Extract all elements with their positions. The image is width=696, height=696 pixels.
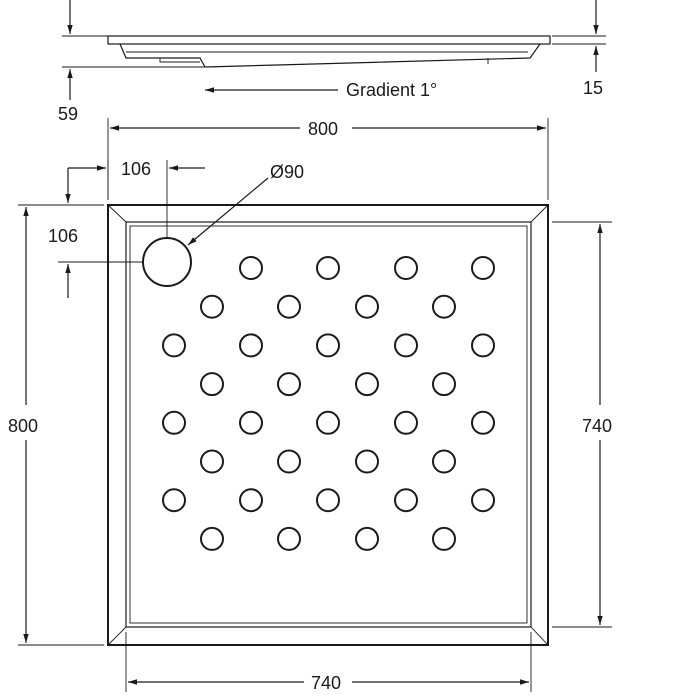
anti-slip-dot bbox=[355, 449, 379, 474]
anti-slip-dot bbox=[277, 294, 301, 319]
anti-slip-dot bbox=[355, 372, 379, 397]
anti-slip-dot bbox=[162, 333, 186, 358]
anti-slip-dot bbox=[277, 372, 301, 397]
anti-slip-dot bbox=[316, 410, 340, 435]
bevel-bottom-right bbox=[530, 626, 549, 646]
anti-slip-dot bbox=[471, 488, 495, 513]
drain-offset-x-label: 106 bbox=[121, 159, 151, 179]
anti-slip-dot bbox=[316, 256, 340, 280]
drain-outlet-profile bbox=[159, 58, 200, 63]
anti-slip-dot bbox=[394, 410, 418, 435]
anti-slip-dot bbox=[394, 488, 418, 513]
anti-slip-dot bbox=[355, 526, 379, 551]
drain-hole bbox=[142, 237, 192, 287]
bevel-bottom-left bbox=[107, 626, 127, 646]
drain-diameter-leader bbox=[187, 177, 269, 246]
tray-body-profile bbox=[119, 43, 541, 68]
anti-slip-dot bbox=[432, 294, 456, 319]
anti-slip-dot-pattern bbox=[162, 256, 495, 551]
side-elevation-view: 59 15 Gradient 1° bbox=[58, 0, 606, 124]
inner-height-label: 740 bbox=[582, 416, 612, 436]
anti-slip-dot bbox=[316, 488, 340, 513]
outer-width-label: 800 bbox=[308, 119, 338, 139]
anti-slip-dot bbox=[316, 333, 340, 358]
tray-outer-edge bbox=[107, 204, 549, 646]
anti-slip-dot bbox=[394, 256, 418, 280]
anti-slip-dot bbox=[162, 488, 186, 513]
anti-slip-dot bbox=[277, 449, 301, 474]
anti-slip-dot bbox=[200, 372, 224, 397]
anti-slip-dot bbox=[239, 256, 263, 280]
depth-right-label: 15 bbox=[583, 78, 603, 98]
anti-slip-dot bbox=[162, 410, 186, 435]
anti-slip-dot bbox=[200, 526, 224, 551]
anti-slip-dot bbox=[239, 410, 263, 435]
gradient-label: Gradient 1° bbox=[346, 80, 437, 100]
inner-width-label: 740 bbox=[311, 673, 341, 693]
anti-slip-dot bbox=[277, 526, 301, 551]
anti-slip-dot bbox=[239, 488, 263, 513]
outer-height-label: 800 bbox=[8, 416, 38, 436]
drain-offset-y-label: 106 bbox=[48, 226, 78, 246]
anti-slip-dot bbox=[432, 372, 456, 397]
anti-slip-dot bbox=[200, 294, 224, 319]
depth-left-label: 59 bbox=[58, 104, 78, 124]
drain-diameter-label: Ø90 bbox=[270, 162, 304, 182]
bevel-top-right bbox=[530, 204, 549, 223]
anti-slip-dot bbox=[239, 333, 263, 358]
anti-slip-dot bbox=[355, 294, 379, 319]
anti-slip-dot bbox=[394, 333, 418, 358]
anti-slip-dot bbox=[200, 449, 224, 474]
anti-slip-dot bbox=[432, 449, 456, 474]
bevel-top-left bbox=[107, 204, 127, 223]
anti-slip-dot bbox=[471, 256, 495, 280]
tray-rim-profile bbox=[107, 35, 551, 45]
anti-slip-dot bbox=[432, 526, 456, 551]
anti-slip-dot bbox=[471, 410, 495, 435]
tray-inner-edge bbox=[125, 221, 532, 628]
anti-slip-dot bbox=[471, 333, 495, 358]
plan-view: 800 800 740 740 106 106 Ø90 bbox=[8, 118, 612, 693]
tray-floor-edge bbox=[129, 225, 528, 624]
